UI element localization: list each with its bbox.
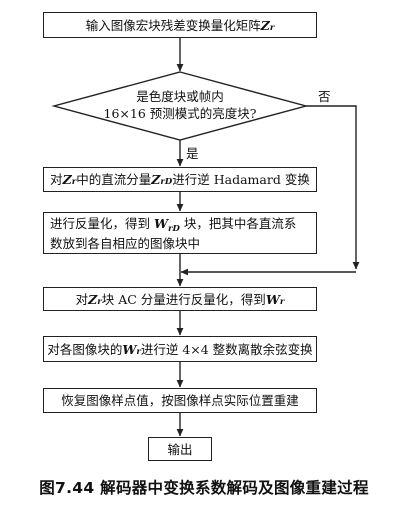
decision-line-1: 是色度块或帧内 [136, 89, 224, 104]
dc-inverse-symbol-1: Z [62, 172, 72, 187]
input-symbol: Z [260, 17, 270, 33]
decision-line-2: 16×16 预测模式的亮度块? [103, 106, 257, 121]
idct-symbol: W [122, 341, 137, 357]
dc-inverse-text-mid: 中的直流分量 [76, 172, 152, 187]
reconstruct-box: 恢复图像样点值，按图像样点实际位置重建 [43, 388, 317, 413]
dc-dequant-text-post: 块，把其中各直流系 [179, 215, 297, 231]
ac-dequant-subscript-1: r [97, 296, 102, 307]
flowchart-connectors [51, 38, 360, 437]
dc-inverse-subscript-2: rD [160, 177, 173, 187]
decision-yes-label: 是 [186, 146, 199, 161]
dc-inverse-subscript-1: r [71, 177, 77, 187]
ac-dequant-symbol-2: W [265, 291, 280, 307]
ac-dequant-subscript-2: r [279, 296, 285, 307]
ac-dequant-text-mid: 块 AC 分量进行反量化，得到 [101, 291, 266, 307]
ac-dequant-text-pre: 对 [75, 291, 89, 307]
input-symbol-subscript: r [269, 22, 275, 33]
dc-inverse-symbol-2: Z [151, 172, 161, 187]
dc-dequant-box: 进行反量化，得到 WrD 块，把其中各直流系 数放到各自相应的图像块中 [43, 212, 317, 254]
decision-no-label: 否 [318, 89, 331, 104]
decision-text: 是色度块或帧内 16×16 预测模式的亮度块? [80, 88, 280, 122]
dc-dequant-subscript: rD [168, 223, 180, 234]
dc-dequant-text-pre: 进行反量化，得到 [50, 215, 154, 231]
dc-dequant-line-2: 数放到各自相应的图像块中 [50, 235, 201, 251]
figure-caption: 图7.44 解码器中变换系数解码及图像重建过程 [39, 479, 369, 497]
reconstruct-text: 恢复图像样点值，按图像样点实际位置重建 [61, 393, 299, 408]
arrow-no-branch [306, 105, 360, 270]
dc-dequant-line-1: 进行反量化，得到 WrD 块，把其中各直流系 [50, 215, 296, 235]
dc-inverse-text-post: 进行逆 Hadamard 变换 [172, 172, 310, 187]
idct-subscript: r [136, 346, 141, 357]
output-box: 输出 [148, 437, 212, 461]
ac-dequant-symbol-1: Z [88, 291, 98, 307]
output-text: 输出 [167, 441, 193, 457]
idct-text-post: 进行逆 4×4 整数离散余弦变换 [140, 341, 313, 357]
dc-inverse-text-pre: 对 [50, 172, 63, 187]
input-step-text: 输入图像宏块残差变换量化矩阵 [85, 17, 261, 33]
dc-dequant-symbol: W [153, 215, 169, 231]
idct-text-pre: 对各图像块的 [47, 341, 123, 357]
